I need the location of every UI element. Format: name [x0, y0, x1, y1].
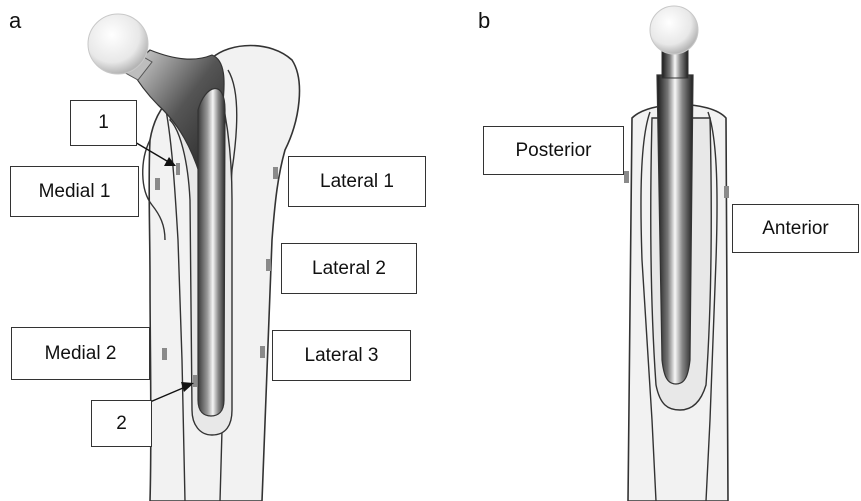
label-anterior: Anterior	[732, 204, 859, 253]
label-posterior: Posterior	[483, 126, 624, 175]
label-gauge-2: 2	[91, 400, 152, 447]
gauge-marker-posterior	[624, 171, 629, 183]
gauge-marker-1	[176, 163, 180, 175]
femoral-head-ball	[88, 14, 148, 74]
panel-b-letter: b	[478, 8, 490, 34]
label-lateral-2: Lateral 2	[281, 243, 417, 294]
gauge-marker-medial-2	[162, 348, 167, 360]
label-lateral-1: Lateral 1	[288, 156, 426, 207]
implant-stem-b	[657, 75, 693, 384]
panel-b-femur	[624, 6, 729, 501]
implant-stem	[198, 89, 225, 416]
label-gauge-1: 1	[70, 100, 137, 146]
gauge-marker-lateral-1	[273, 167, 278, 179]
label-lateral-3: Lateral 3	[272, 330, 411, 381]
gauge-marker-2	[193, 375, 197, 387]
gauge-marker-anterior	[724, 186, 729, 198]
gauge-marker-medial-1	[155, 178, 160, 190]
panel-a-letter: a	[9, 8, 21, 34]
femoral-head-ball-b	[650, 6, 698, 54]
gauge-marker-lateral-3	[260, 346, 265, 358]
label-medial-1: Medial 1	[10, 166, 139, 217]
gauge-marker-lateral-2	[266, 259, 271, 271]
label-medial-2: Medial 2	[11, 327, 150, 380]
